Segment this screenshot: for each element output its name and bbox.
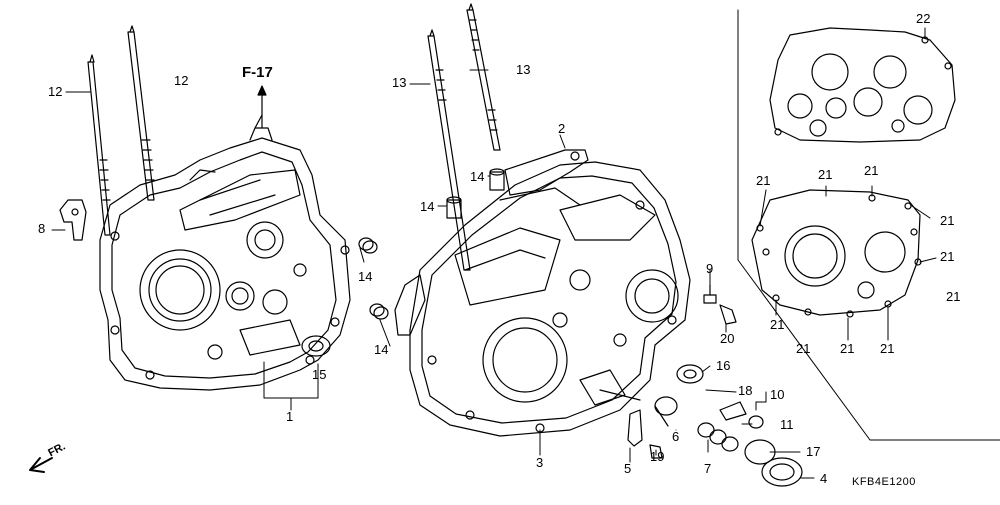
callout-21j: 21 xyxy=(880,341,895,356)
callout-22: 22 xyxy=(916,11,931,26)
dowel-pins-middle xyxy=(370,169,504,319)
right-crankcase-half xyxy=(410,162,690,436)
callout-11: 11 xyxy=(780,417,794,432)
panel-divider xyxy=(738,10,1000,440)
dowel-and-bearing-left xyxy=(302,238,377,356)
callout-5: 5 xyxy=(624,461,632,476)
callout-7: 7 xyxy=(704,461,712,476)
callout-13b: 13 xyxy=(516,62,531,77)
callout-14d: 14 xyxy=(374,342,389,357)
callout-18: 18 xyxy=(738,383,753,398)
callout-4: 4 xyxy=(820,471,828,486)
front-arrow xyxy=(30,458,52,472)
leader-lines-left xyxy=(52,92,364,410)
callout-19: 19 xyxy=(650,449,665,464)
callout-14a: 14 xyxy=(470,169,485,184)
leader-lines-gasket xyxy=(760,28,936,340)
callout-1: 1 xyxy=(286,409,294,424)
callout-3: 3 xyxy=(536,455,544,470)
callout-21i: 21 xyxy=(840,341,855,356)
callout-21a: 21 xyxy=(756,173,771,188)
f17-arrow-head xyxy=(258,86,266,95)
side-plate xyxy=(395,275,425,335)
callout-14b: 14 xyxy=(420,199,435,214)
callout-15: 15 xyxy=(312,367,327,382)
callout-12b: 12 xyxy=(174,73,189,88)
callout-21f: 21 xyxy=(946,289,961,304)
callout-14c: 14 xyxy=(358,269,373,284)
bracket-part-2 xyxy=(505,150,588,195)
callout-6: 6 xyxy=(672,429,680,444)
callout-21b: 21 xyxy=(818,167,833,182)
stud-bolts-middle xyxy=(428,4,500,270)
drawing-code: KFB4E1200 xyxy=(852,476,916,488)
callout-21c: 21 xyxy=(864,163,879,178)
callout-20: 20 xyxy=(720,331,735,346)
callout-8: 8 xyxy=(38,221,46,236)
left-crankcase-half xyxy=(100,115,350,390)
stud-bolts-left xyxy=(88,26,154,235)
callout-10: 10 xyxy=(770,387,785,402)
callout-17: 17 xyxy=(806,444,821,459)
bracket-part-8 xyxy=(60,200,86,240)
callout-2: 2 xyxy=(558,121,566,136)
callout-16: 16 xyxy=(716,358,731,373)
callout-12a: 12 xyxy=(48,84,63,99)
leader-lines-middle xyxy=(380,70,814,478)
callout-13a: 13 xyxy=(392,75,407,90)
gasket-lower xyxy=(752,190,921,317)
reference-label: F-17 xyxy=(242,64,273,81)
callout-9: 9 xyxy=(706,261,714,276)
callout-21d: 21 xyxy=(940,213,955,228)
gasket-upper xyxy=(770,28,955,142)
callout-21g: 21 xyxy=(770,317,785,332)
callout-21h: 21 xyxy=(796,341,811,356)
callout-21e: 21 xyxy=(940,249,955,264)
